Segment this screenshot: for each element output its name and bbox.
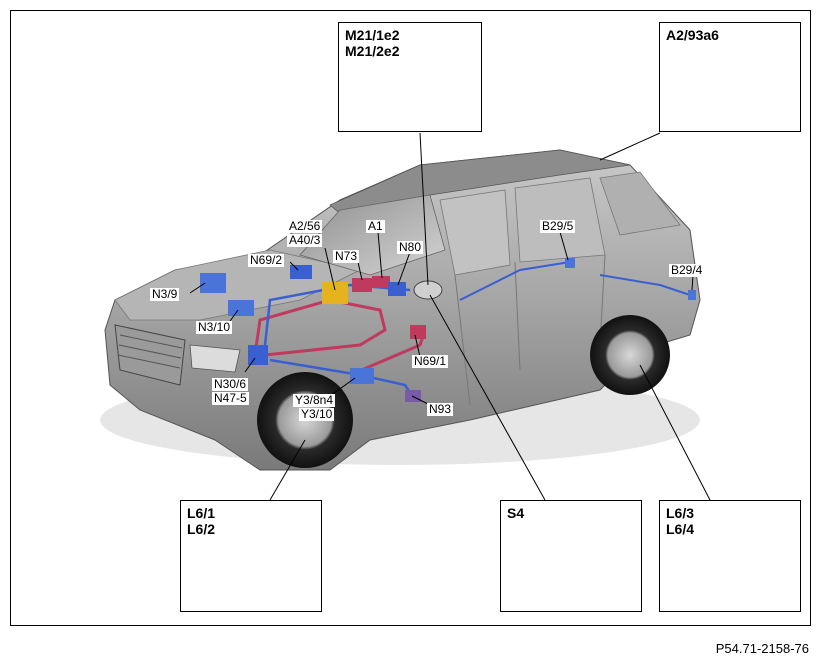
- label-n30-6: N30/6: [212, 377, 249, 391]
- comp-n3-9: [200, 273, 226, 293]
- rear-level-title-2: L6/4: [666, 521, 695, 537]
- comp-a1: [372, 276, 390, 288]
- car-rear-window: [599, 171, 681, 236]
- label-a2-56: A2/56: [287, 219, 323, 233]
- label-n3-9: N3/9: [150, 287, 180, 301]
- rear-level-sensor-box: L6/3 L6/4: [659, 500, 801, 612]
- label-y3-8n4: Y3/8n4: [293, 393, 336, 407]
- rear-wheel: [590, 315, 670, 395]
- comp-y3-8n4: [350, 368, 374, 384]
- label-a1: A1: [366, 219, 385, 233]
- comp-a2-56: [322, 282, 348, 304]
- comp-n73: [352, 278, 372, 292]
- label-n69-2: N69/2: [248, 253, 285, 267]
- comp-n69-1: [410, 325, 426, 339]
- switch-inset-box: S4: [500, 500, 642, 612]
- front-level-sensor-box: L6/1 L6/2: [180, 500, 322, 612]
- label-n3-10: N3/10: [196, 320, 233, 334]
- comp-n80: [388, 282, 406, 296]
- label-n69-1: N69/1: [412, 354, 449, 368]
- comp-n3-10: [228, 300, 254, 316]
- label-n93: N93: [427, 402, 454, 416]
- mirror-inset-title-1: M21/1e2: [345, 27, 400, 43]
- car-side-window-front: [439, 189, 511, 276]
- comp-b29-4: [688, 290, 696, 300]
- mirror-inset-box: M21/1e2 M21/2e2: [338, 22, 482, 132]
- car-headlight: [189, 344, 241, 373]
- leader-lines: [189, 132, 711, 501]
- roof-module-inset-title: A2/93a6: [666, 27, 719, 43]
- label-b29-4: B29/4: [669, 263, 705, 277]
- label-y3-10: Y3/10: [299, 407, 335, 421]
- roof-module-inset-box: A2/93a6: [659, 22, 801, 132]
- rear-level-title-1: L6/3: [666, 505, 695, 521]
- front-level-title-1: L6/1: [187, 505, 216, 521]
- label-a40-3: A40/3: [287, 233, 323, 247]
- figure-reference: P54.71-2158-76: [715, 641, 809, 656]
- front-level-title-2: L6/2: [187, 521, 216, 537]
- comp-n30-6: [248, 345, 268, 365]
- label-n80: N80: [397, 240, 424, 254]
- label-n73: N73: [333, 249, 360, 263]
- mirror-inset-title-2: M21/2e2: [345, 43, 400, 59]
- switch-inset-title: S4: [507, 505, 525, 521]
- comp-n69-2: [290, 265, 312, 279]
- label-b29-5: B29/5: [540, 219, 576, 233]
- comp-b29-5: [565, 258, 575, 268]
- label-n47-5: N47-5: [212, 391, 249, 405]
